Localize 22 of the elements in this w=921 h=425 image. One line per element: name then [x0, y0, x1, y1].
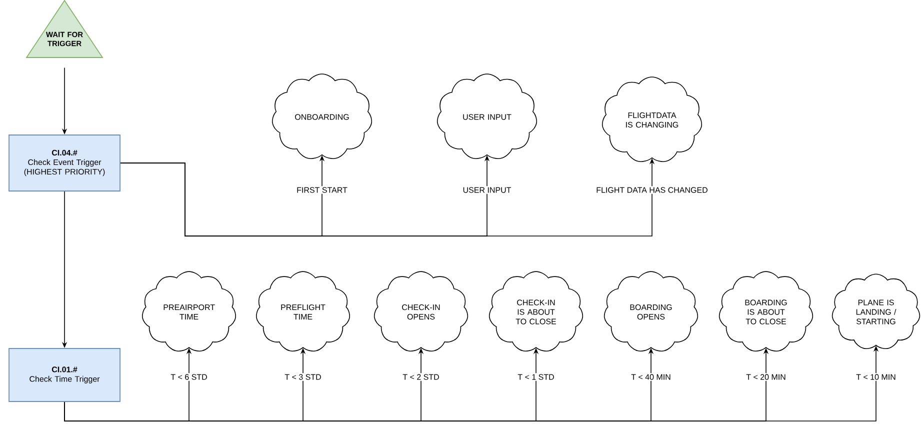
edge-label: T < 2 STD: [402, 373, 440, 381]
process-box: CI.01.# Check Time Trigger: [8, 348, 120, 402]
edge-label: FLIGHT DATA HAS CHANGED: [595, 186, 709, 194]
state-cloud: PREAIRPORT TIME: [142, 271, 236, 352]
state-cloud: PLANE IS LANDING / STARTING: [832, 274, 920, 349]
state-cloud: CHECK-IN OPENS: [374, 271, 468, 352]
edge-label: T < 6 STD: [170, 373, 208, 381]
state-cloud: BOARDING IS ABOUT TO CLOSE: [718, 271, 814, 352]
state-cloud: ONBOARDING: [272, 74, 372, 159]
edge-label: T < 1 STD: [516, 373, 556, 381]
edge-label: T < 20 MIN: [745, 373, 787, 381]
state-cloud: USER INPUT: [436, 74, 538, 159]
edge-label: T < 10 MIN: [855, 373, 897, 381]
state-cloud: BOARDING OPENS: [604, 271, 698, 352]
state-cloud: CHECK-IN IS ABOUT TO CLOSE: [488, 271, 584, 352]
edge-label: T < 40 MIN: [630, 373, 672, 381]
state-cloud: PREFLIGHT TIME: [256, 271, 350, 352]
edge-label: T < 3 STD: [284, 373, 322, 381]
edge-label: USER INPUT: [462, 186, 512, 194]
process-box: CI.04.# Check Event Trigger (HIGHEST PRIORITY): [8, 134, 120, 192]
state-cloud: FLIGHTDATA IS CHANGING: [602, 76, 702, 162]
edge-label: FIRST START: [296, 186, 348, 194]
